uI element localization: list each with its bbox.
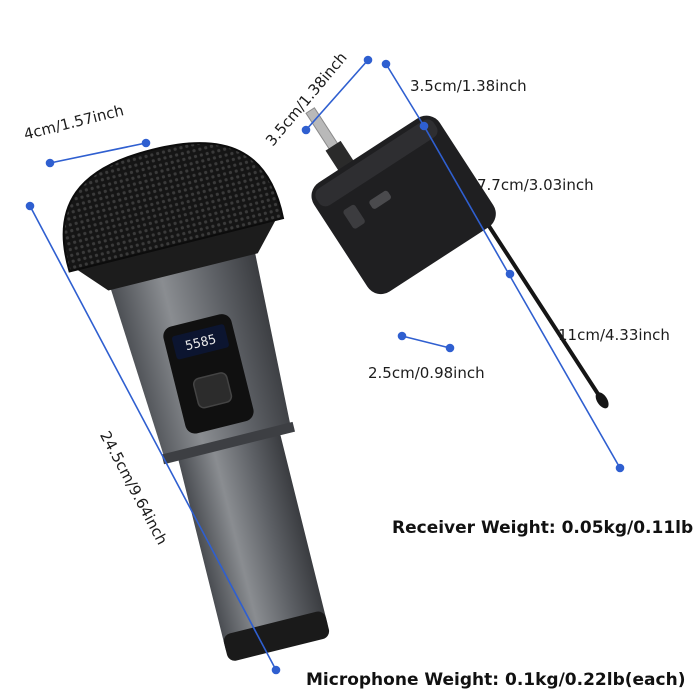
mic-end-cap xyxy=(223,611,330,661)
label-receiver-height: 7.7cm/3.03inch xyxy=(477,176,594,194)
dimension-lines xyxy=(25,55,625,675)
mic-grille xyxy=(62,142,285,273)
mic-power-switch xyxy=(192,372,233,409)
label-antenna-length: 11cm/4.33inch xyxy=(558,326,670,344)
mic-lcd-screen xyxy=(172,324,229,360)
dim-receiver-height xyxy=(423,125,621,469)
receiver-weight-label: Receiver Weight: 0.05kg/0.11lb xyxy=(392,518,694,538)
receiver-switch xyxy=(343,204,365,229)
receiver xyxy=(305,107,609,409)
microphone-weight-label: Microphone Weight: 0.1kg/0.22lb(each) xyxy=(306,670,686,690)
dim-mic-head-width xyxy=(49,142,147,164)
receiver-usb-port xyxy=(369,190,391,209)
dim-jack-width xyxy=(305,59,369,131)
mic-collar xyxy=(71,214,279,291)
receiver-antenna xyxy=(484,220,604,401)
label-receiver-depth: 2.5cm/0.98inch xyxy=(368,364,485,382)
receiver-body xyxy=(311,115,496,295)
dim-receiver-depth xyxy=(401,335,451,349)
label-receiver-top: 3.5cm/1.38inch xyxy=(410,77,527,95)
mic-display-text: 5585 xyxy=(184,332,218,354)
dim-mic-length xyxy=(29,205,277,671)
dim-receiver-top xyxy=(385,63,425,127)
mic-handle xyxy=(178,431,328,654)
microphone: 5585 xyxy=(62,142,330,661)
